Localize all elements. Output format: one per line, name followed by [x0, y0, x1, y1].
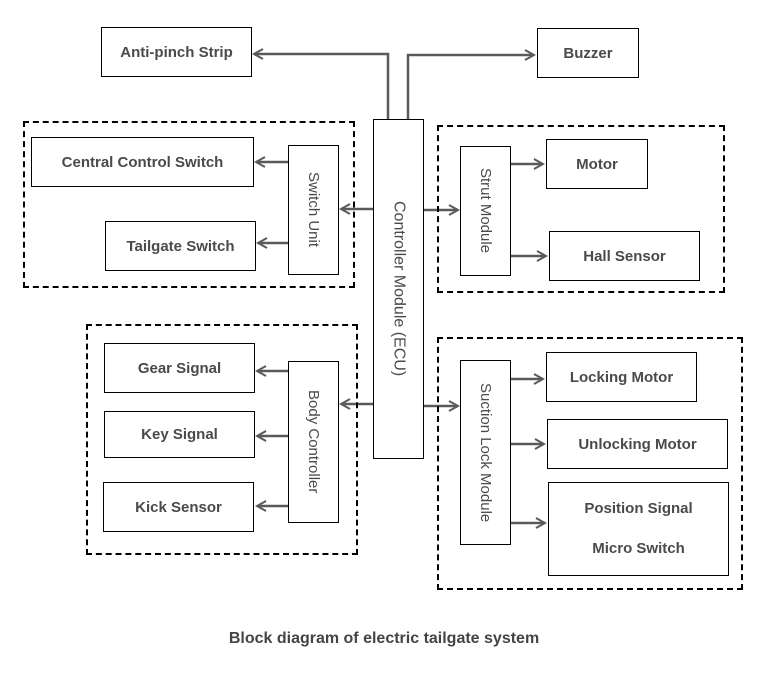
strut-module-box[interactable]: Strut Module: [460, 146, 511, 276]
strut-module-label: Strut Module: [477, 168, 494, 254]
unlocking-motor-label: Unlocking Motor: [578, 435, 697, 453]
locking-motor-label: Locking Motor: [569, 368, 674, 386]
kick-sensor-box[interactable]: Kick Sensor: [103, 482, 254, 532]
motor-label: Motor: [576, 155, 618, 173]
body-group: [86, 324, 358, 555]
position-signal-label: Position Signal: [584, 500, 693, 517]
hall-sensor-box[interactable]: Hall Sensor: [549, 231, 700, 281]
position-signal-box[interactable]: Position Signal Micro Switch: [548, 482, 729, 576]
suction-lock-module-label: Suction Lock Module: [477, 382, 494, 523]
strut-group: [437, 125, 725, 293]
switch-group: [23, 121, 355, 288]
motor-box[interactable]: Motor: [546, 139, 648, 189]
switch-unit-box[interactable]: Switch Unit: [288, 145, 339, 275]
micro-switch-label: Micro Switch: [592, 540, 685, 557]
key-signal-label: Key Signal: [141, 426, 218, 443]
tailgate-switch-box[interactable]: Tailgate Switch: [105, 221, 256, 271]
locking-motor-box[interactable]: Locking Motor: [546, 352, 697, 402]
body-controller-box[interactable]: Body Controller: [288, 361, 339, 523]
key-signal-box[interactable]: Key Signal: [104, 411, 255, 458]
kick-sensor-label: Kick Sensor: [135, 498, 222, 516]
suction-lock-module-box[interactable]: Suction Lock Module: [460, 360, 511, 545]
hall-sensor-label: Hall Sensor: [583, 247, 666, 265]
ecu-box[interactable]: Controller Module (ECU): [373, 119, 424, 459]
wire-ecu-buzzer: [406, 55, 534, 119]
central-control-switch-label: Central Control Switch: [61, 153, 224, 171]
tailgate-switch-label: Tailgate Switch: [126, 237, 235, 255]
anti-pinch-strip-box[interactable]: Anti-pinch Strip: [101, 27, 252, 77]
anti-pinch-strip-label: Anti-pinch Strip: [120, 43, 233, 61]
gear-signal-box[interactable]: Gear Signal: [104, 343, 255, 393]
body-controller-label: Body Controller: [305, 390, 322, 494]
buzzer-box[interactable]: Buzzer: [537, 28, 639, 78]
switch-unit-label: Switch Unit: [305, 172, 322, 248]
unlocking-motor-box[interactable]: Unlocking Motor: [547, 419, 728, 469]
wire-ecu-antipinch: [254, 54, 390, 119]
central-control-switch-box[interactable]: Central Control Switch: [31, 137, 254, 187]
ecu-label: Controller Module (ECU): [390, 201, 408, 377]
diagram-caption: Block diagram of electric tailgate syste…: [228, 630, 540, 647]
buzzer-label: Buzzer: [563, 44, 613, 62]
lock-group: [437, 337, 743, 590]
gear-signal-label: Gear Signal: [137, 359, 222, 377]
